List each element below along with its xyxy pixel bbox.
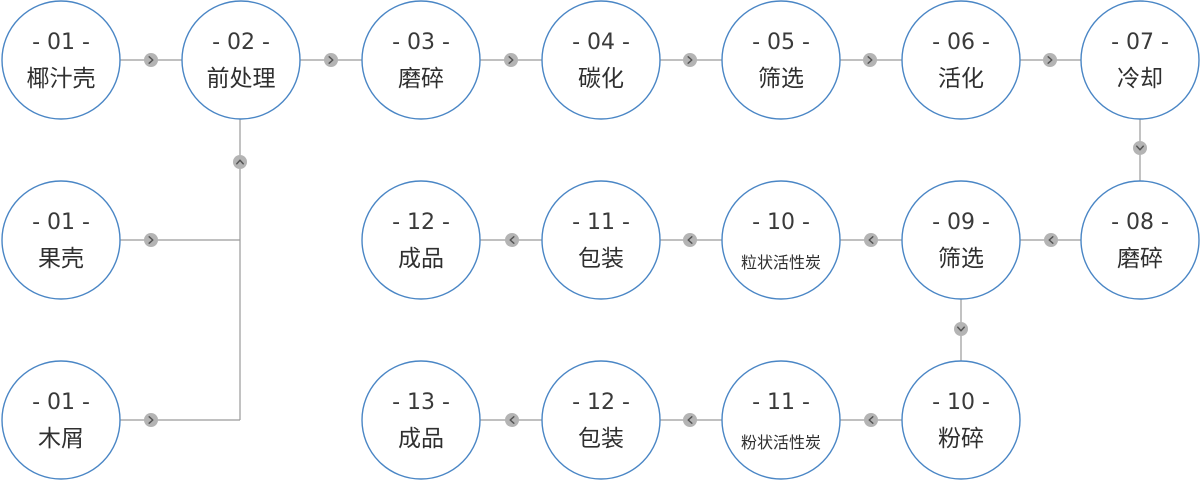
step-label: 冷却: [1117, 66, 1163, 92]
step-number: - 01 -: [32, 30, 90, 55]
step-label: 粉碎: [938, 426, 984, 452]
arrow-right-icon: [863, 53, 877, 67]
step-label: 前处理: [207, 66, 276, 92]
step-number: - 02 -: [212, 30, 270, 55]
step-number: - 06 -: [932, 30, 990, 55]
step-number: - 12 -: [392, 210, 450, 235]
step-node-granular-carbon: - 10 - 粒状活性炭: [721, 180, 841, 300]
step-node-fruit-shell: - 01 - 果壳: [1, 180, 121, 300]
arrow-down-icon: [954, 322, 968, 336]
step-number: - 10 -: [752, 210, 810, 235]
arrow-right-icon: [1043, 53, 1057, 67]
step-circle: [1080, 0, 1200, 120]
step-label: 粒状活性炭: [741, 253, 821, 272]
step-number: - 09 -: [932, 210, 990, 235]
step-label: 包装: [578, 426, 624, 452]
step-number: - 13 -: [392, 390, 450, 415]
step-circle: [901, 180, 1021, 300]
step-node-grinding-1: - 03 - 磨碎: [361, 0, 481, 120]
step-number: - 10 -: [932, 390, 990, 415]
step-number: - 11 -: [572, 210, 630, 235]
step-node-screening-1: - 05 - 筛选: [721, 0, 841, 120]
step-label: 筛选: [758, 66, 804, 92]
step-circle: [361, 180, 481, 300]
step-circle: [181, 0, 301, 120]
step-node-product-2: - 13 - 成品: [361, 360, 481, 480]
arrow-up-icon: [233, 155, 247, 169]
step-label: 筛选: [938, 246, 984, 272]
arrow-right-icon: [324, 53, 338, 67]
step-label: 木屑: [38, 426, 84, 452]
step-node-carbonization: - 04 - 碳化: [541, 0, 661, 120]
step-circle: [721, 0, 841, 120]
step-number: - 07 -: [1111, 30, 1169, 55]
step-circle: [361, 0, 481, 120]
step-circle: [901, 360, 1021, 480]
step-number: - 01 -: [32, 390, 90, 415]
step-label: 果壳: [38, 246, 84, 272]
step-node-product-1: - 12 - 成品: [361, 180, 481, 300]
arrow-left-icon: [864, 233, 878, 247]
arrow-right-icon: [144, 233, 158, 247]
arrow-left-icon: [1044, 233, 1058, 247]
step-node-activation: - 06 - 活化: [901, 0, 1021, 120]
arrow-right-icon: [683, 53, 697, 67]
step-node-coconut-shell: - 01 - 椰汁壳: [1, 0, 121, 120]
arrow-left-icon: [683, 413, 697, 427]
step-circle: [541, 180, 661, 300]
step-number: - 12 -: [572, 390, 630, 415]
step-label: 磨碎: [1117, 246, 1163, 272]
step-circle: [1, 180, 121, 300]
arrow-right-icon: [504, 53, 518, 67]
step-node-powder-carbon: - 11 - 粉状活性炭: [721, 360, 841, 480]
arrow-left-icon: [864, 413, 878, 427]
step-label: 包装: [578, 246, 624, 272]
step-circle: [1, 0, 121, 120]
step-number: - 03 -: [392, 30, 450, 55]
arrow-left-icon: [683, 233, 697, 247]
step-number: - 05 -: [752, 30, 810, 55]
step-label: 成品: [398, 426, 444, 452]
step-number: - 04 -: [572, 30, 630, 55]
step-node-packaging-1: - 11 - 包装: [541, 180, 661, 300]
arrow-down-icon: [1133, 141, 1147, 155]
step-circle: [721, 360, 841, 480]
step-circle: [361, 360, 481, 480]
step-circle: [901, 0, 1021, 120]
step-label: 磨碎: [398, 66, 444, 92]
step-number: - 01 -: [32, 210, 90, 235]
arrow-left-icon: [505, 413, 519, 427]
step-label: 活化: [938, 66, 984, 92]
arrow-left-icon: [505, 233, 519, 247]
step-circle: [1080, 180, 1200, 300]
step-circle: [1, 360, 121, 480]
step-circle: [541, 0, 661, 120]
step-node-cooling: - 07 - 冷却: [1080, 0, 1200, 120]
step-node-pretreatment: - 02 - 前处理: [181, 0, 301, 120]
step-node-wood-chips: - 01 - 木屑: [1, 360, 121, 480]
step-number: - 11 -: [752, 390, 810, 415]
step-number: - 08 -: [1111, 210, 1169, 235]
step-node-pulverizing: - 10 - 粉碎: [901, 360, 1021, 480]
step-label: 粉状活性炭: [741, 433, 821, 452]
step-node-screening-2: - 09 - 筛选: [901, 180, 1021, 300]
step-circle: [721, 180, 841, 300]
arrow-right-icon: [144, 413, 158, 427]
arrow-right-icon: [144, 53, 158, 67]
step-label: 椰汁壳: [27, 66, 96, 92]
step-node-grinding-2: - 08 - 磨碎: [1080, 180, 1200, 300]
step-circle: [541, 360, 661, 480]
step-node-packaging-2: - 12 - 包装: [541, 360, 661, 480]
step-label: 碳化: [578, 66, 624, 92]
step-label: 成品: [398, 246, 444, 272]
